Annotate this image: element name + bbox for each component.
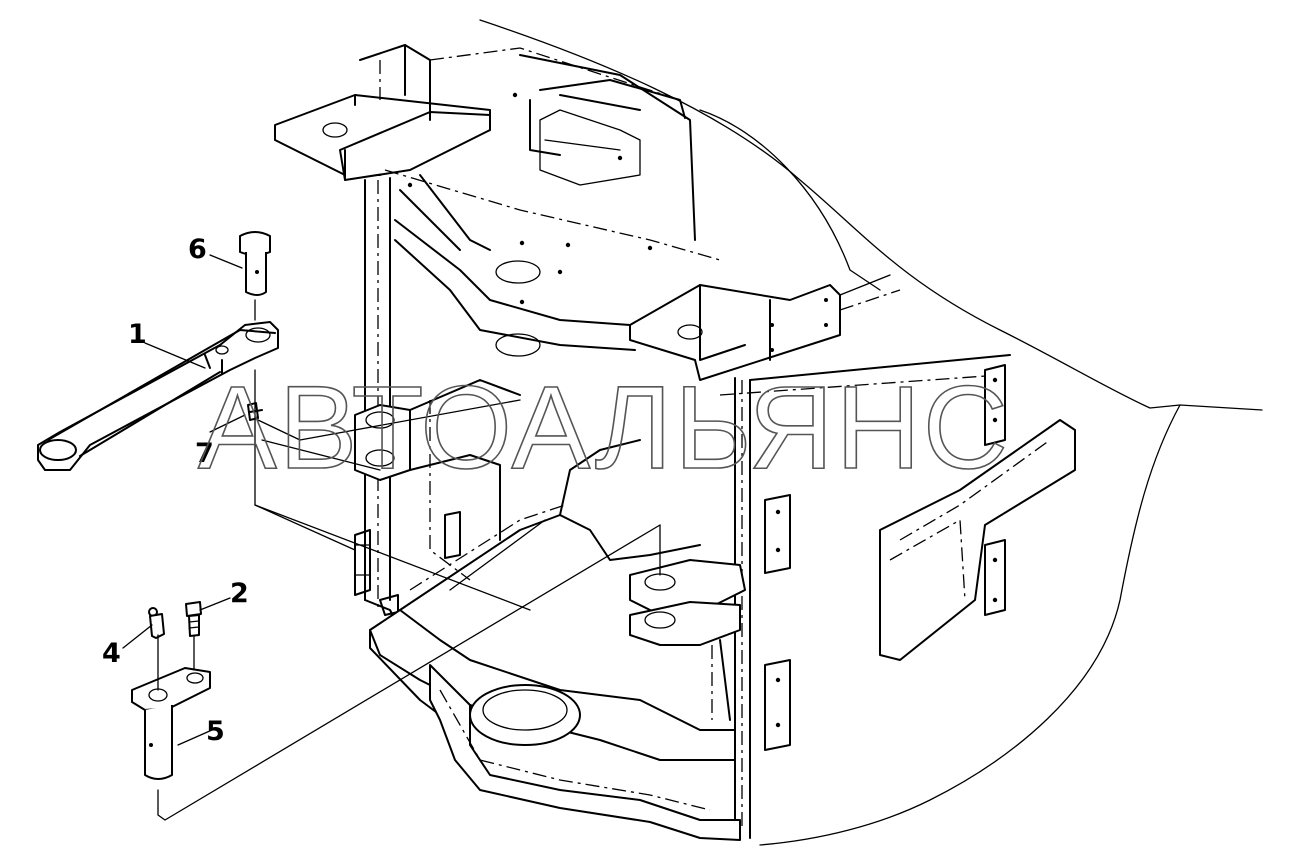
callout-6: 6 (188, 234, 207, 265)
part-1-link-arm (37, 321, 279, 471)
callout-2: 2 (230, 578, 249, 609)
callout-4: 4 (102, 638, 121, 669)
part-6-pin (239, 231, 271, 296)
callout-leaders (122, 254, 246, 746)
front-frame (274, 19, 1263, 846)
part-2-bolt (185, 601, 202, 637)
assembly-leader-lines (157, 299, 661, 821)
callout-7: 7 (195, 438, 214, 469)
callout-5: 5 (206, 716, 225, 747)
watermark-text: АВТОАЛЬЯНС (198, 362, 1010, 494)
part-5-plate-pin (131, 667, 211, 780)
part-4-grease-nipple (148, 607, 165, 639)
part-7-fitting (247, 402, 263, 421)
callout-1: 1 (128, 319, 147, 350)
callout-labels: 1 6 7 4 2 5 (102, 234, 249, 747)
